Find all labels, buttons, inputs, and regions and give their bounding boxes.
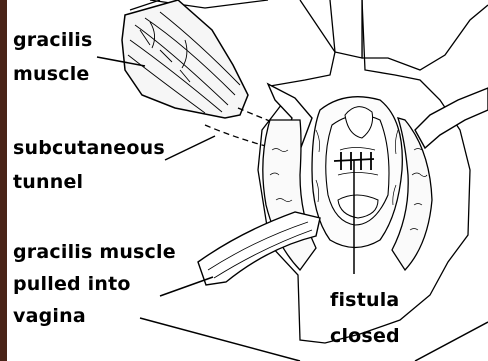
label-line: closed [330, 318, 400, 354]
label-line: tunnel [13, 165, 165, 199]
top-retractor [330, 0, 362, 58]
label-line: muscle [13, 57, 93, 91]
photo-edge-strip [0, 0, 7, 361]
label-subcutaneous-tunnel: subcutaneous tunnel [13, 131, 165, 199]
label-line: pulled into [13, 268, 176, 300]
label-line: fistula [330, 282, 400, 318]
right-retractor [415, 88, 488, 148]
label-line: gracilis muscle [13, 236, 176, 268]
label-fistula-closed: fistula closed [330, 282, 400, 354]
gracilis-muscle-flap [122, 0, 248, 118]
label-gracilis-pulled: gracilis muscle pulled into vagina [13, 236, 176, 332]
label-line: vagina [13, 300, 176, 332]
label-gracilis-muscle: gracilis muscle [13, 23, 93, 91]
label-line: gracilis [13, 23, 93, 57]
drape-right-edge [362, 0, 488, 70]
label-line: subcutaneous [13, 131, 165, 165]
